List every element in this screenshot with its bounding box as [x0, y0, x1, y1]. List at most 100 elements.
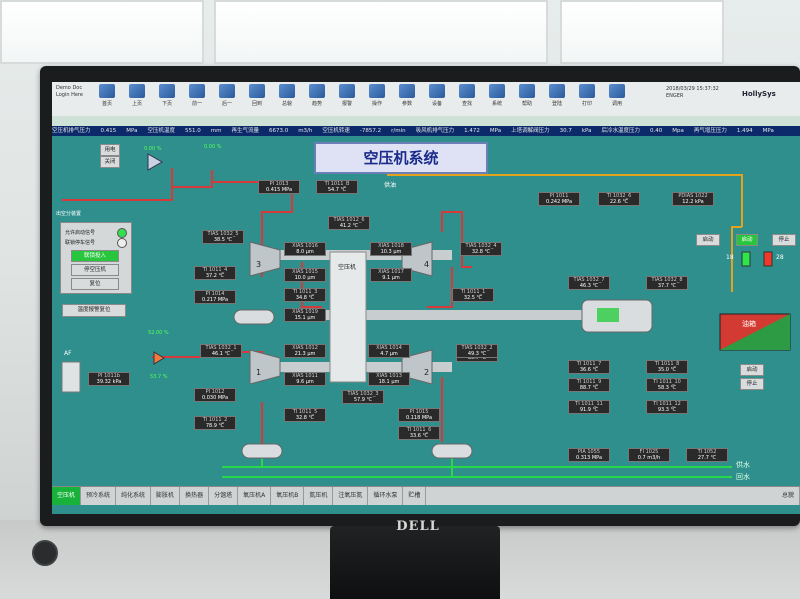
tab-3[interactable]: 膨胀机: [151, 487, 181, 505]
oil-line: [387, 174, 743, 292]
toolbar-button[interactable]: 帮助: [514, 84, 540, 112]
valve-icon[interactable]: [147, 153, 164, 171]
valve-icon[interactable]: [153, 351, 165, 365]
tab-5[interactable]: 分馏塔: [209, 487, 239, 505]
toolbar-button[interactable]: 查找: [454, 84, 480, 112]
oil-pump-stop-button[interactable]: 停止: [772, 234, 796, 246]
heater-start-button[interactable]: 启动: [740, 364, 764, 376]
tab-4[interactable]: 换热器: [180, 487, 210, 505]
tab-9[interactable]: 注氧压氮: [333, 487, 369, 505]
tab-8[interactable]: 氮压机: [304, 487, 334, 505]
reading-tag: PDIAS 1022: [678, 193, 708, 199]
valve-close-button[interactable]: 关闭: [100, 156, 120, 168]
aftercooler: [241, 443, 283, 459]
stop-compressor-button[interactable]: 停空压机: [71, 264, 119, 276]
toolbar-button[interactable]: 报警: [334, 84, 360, 112]
toolbar-button[interactable]: 后一: [214, 84, 240, 112]
toolbar-button[interactable]: 上页: [124, 84, 150, 112]
tab-6[interactable]: 氧压机A: [238, 487, 272, 505]
reading-value: 38.5 ℃: [213, 237, 233, 243]
toolbar-button[interactable]: 参数: [394, 84, 420, 112]
pump-28-icon[interactable]: [763, 251, 773, 267]
toolbar-button[interactable]: 总貌: [274, 84, 300, 112]
interlock-stop-lamp: [117, 238, 127, 248]
toolbar-button[interactable]: 下页: [154, 84, 180, 112]
reset-button[interactable]: 复位: [71, 278, 119, 290]
tab-7[interactable]: 氧压机B: [271, 487, 305, 505]
pump-18-icon[interactable]: [741, 251, 751, 267]
toolbar-button[interactable]: 登陆: [544, 84, 570, 112]
tab-0[interactable]: 空压机: [52, 487, 82, 505]
tab-11[interactable]: 贮槽: [403, 487, 427, 505]
toolbar-button[interactable]: 调用: [604, 84, 630, 112]
toolbar-button[interactable]: 回到: [244, 84, 270, 112]
toolbar-button[interactable]: 首页: [94, 84, 120, 112]
toolbar-button[interactable]: 系统: [484, 84, 510, 112]
status-field: 空压机温度: [147, 128, 175, 134]
toolbar-button[interactable]: 设备: [424, 84, 450, 112]
toolbar-label: 首页: [101, 101, 112, 107]
heater-stop-button[interactable]: 停止: [740, 378, 764, 390]
tab-12[interactable]: 总貌: [777, 487, 800, 505]
oil-pump-start-button-2[interactable]: 启动: [736, 234, 758, 246]
toolbar-button[interactable]: 前一: [184, 84, 210, 112]
reading-value: 39.32 kPa: [96, 379, 122, 385]
toolbar-icon: [519, 84, 535, 98]
tab-10[interactable]: 循环水泵: [368, 487, 404, 505]
valve-open-button[interactable]: 用电: [100, 144, 120, 156]
toolbar-button[interactable]: 操作: [364, 84, 390, 112]
toolbar-button[interactable]: 趋势: [304, 84, 330, 112]
oil-pump-start-button[interactable]: 启动: [696, 234, 720, 246]
temperature-alarm-reset-button[interactable]: 温度报警复位: [62, 304, 126, 317]
interlock-enable-button[interactable]: 联锁投入: [71, 250, 119, 262]
power-button-icon[interactable]: [32, 540, 58, 566]
dell-logo: DELL: [396, 519, 440, 534]
tab-1[interactable]: 预冷系统: [81, 487, 117, 505]
reading-tag: TIAS 1032_4: [465, 243, 497, 249]
reading-value: 36.6 ℃: [579, 367, 599, 373]
toolbar-button[interactable]: 打印: [574, 84, 600, 112]
tab-2[interactable]: 纯化系统: [116, 487, 152, 505]
